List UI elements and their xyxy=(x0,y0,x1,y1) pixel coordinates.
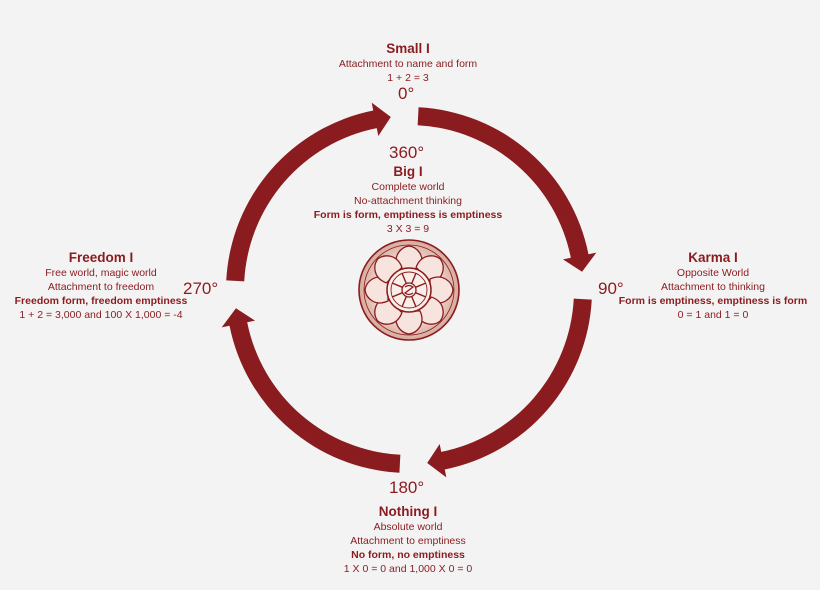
big-i-block: Big I Complete world No-attachment think… xyxy=(278,163,538,236)
nothing-i-title: Nothing I xyxy=(378,504,438,519)
arrow-180-to-270 xyxy=(221,308,401,473)
cycle-arrows xyxy=(221,102,597,478)
karma-i-block: Karma I Opposite World Attachment to thi… xyxy=(606,249,820,322)
freedom-i-title: Freedom I xyxy=(68,250,134,265)
wheel-spoke xyxy=(392,282,403,288)
small-i-line: Attachment to name and form xyxy=(338,58,478,70)
wheel-spoke xyxy=(411,296,417,307)
karma-i-line: Form is emptiness, emptiness is form xyxy=(618,295,808,307)
wheel-spoke xyxy=(415,282,426,288)
wheel-spoke xyxy=(415,292,426,298)
nothing-i-line: No form, no emptiness xyxy=(351,549,465,561)
wheel-spoke xyxy=(411,273,417,284)
small-i-title: Small I xyxy=(386,41,430,56)
wheel-spoke xyxy=(401,296,407,307)
lotus-petal xyxy=(374,255,403,284)
big-i-line: No-attachment thinking xyxy=(354,195,462,207)
small-i-block: Small I Attachment to name and form 1 + … xyxy=(298,40,518,85)
degree-360-label: 360° xyxy=(389,143,425,162)
freedom-i-line: Attachment to freedom xyxy=(47,281,155,293)
big-i-line: Complete world xyxy=(371,181,445,193)
karma-i-line: Opposite World xyxy=(676,267,750,279)
arrow-0-to-90 xyxy=(417,107,597,272)
freedom-i-line: 1 + 2 = 3,000 and 100 X 1,000 = -4 xyxy=(19,309,183,321)
karma-i-line: Attachment to thinking xyxy=(661,281,765,293)
nothing-i-block: Nothing I Absolute world Attachment to e… xyxy=(298,503,518,576)
freedom-i-line: Freedom form, freedom emptiness xyxy=(14,295,188,307)
wheel-spoke xyxy=(401,273,407,284)
degree-180-label: 180° xyxy=(389,478,425,497)
nothing-i-line: Attachment to emptiness xyxy=(350,535,466,547)
degree-270-label: 270° xyxy=(183,279,219,298)
karma-i-line: 0 = 1 and 1 = 0 xyxy=(677,309,749,321)
freedom-i-line: Free world, magic world xyxy=(45,267,157,279)
nothing-i-line: 1 X 0 = 0 and 1,000 X 0 = 0 xyxy=(343,563,473,575)
big-i-line: 3 X 3 = 9 xyxy=(386,223,430,235)
small-i-line: 1 + 2 = 3 xyxy=(387,72,429,84)
freedom-i-block: Freedom I Free world, magic world Attach… xyxy=(0,249,202,322)
big-i-title: Big I xyxy=(393,164,423,179)
karma-i-title: Karma I xyxy=(688,250,738,265)
nothing-i-line: Absolute world xyxy=(373,521,443,533)
degree-0-label: 0° xyxy=(398,84,415,103)
dharma-wheel-lotus-icon xyxy=(358,239,460,341)
arrow-90-to-180 xyxy=(427,298,592,478)
degree-90-label: 90° xyxy=(598,279,624,298)
big-i-line: Form is form, emptiness is emptiness xyxy=(313,209,503,221)
wheel-spoke xyxy=(392,292,403,298)
arrow-270-to-360 xyxy=(226,102,391,282)
